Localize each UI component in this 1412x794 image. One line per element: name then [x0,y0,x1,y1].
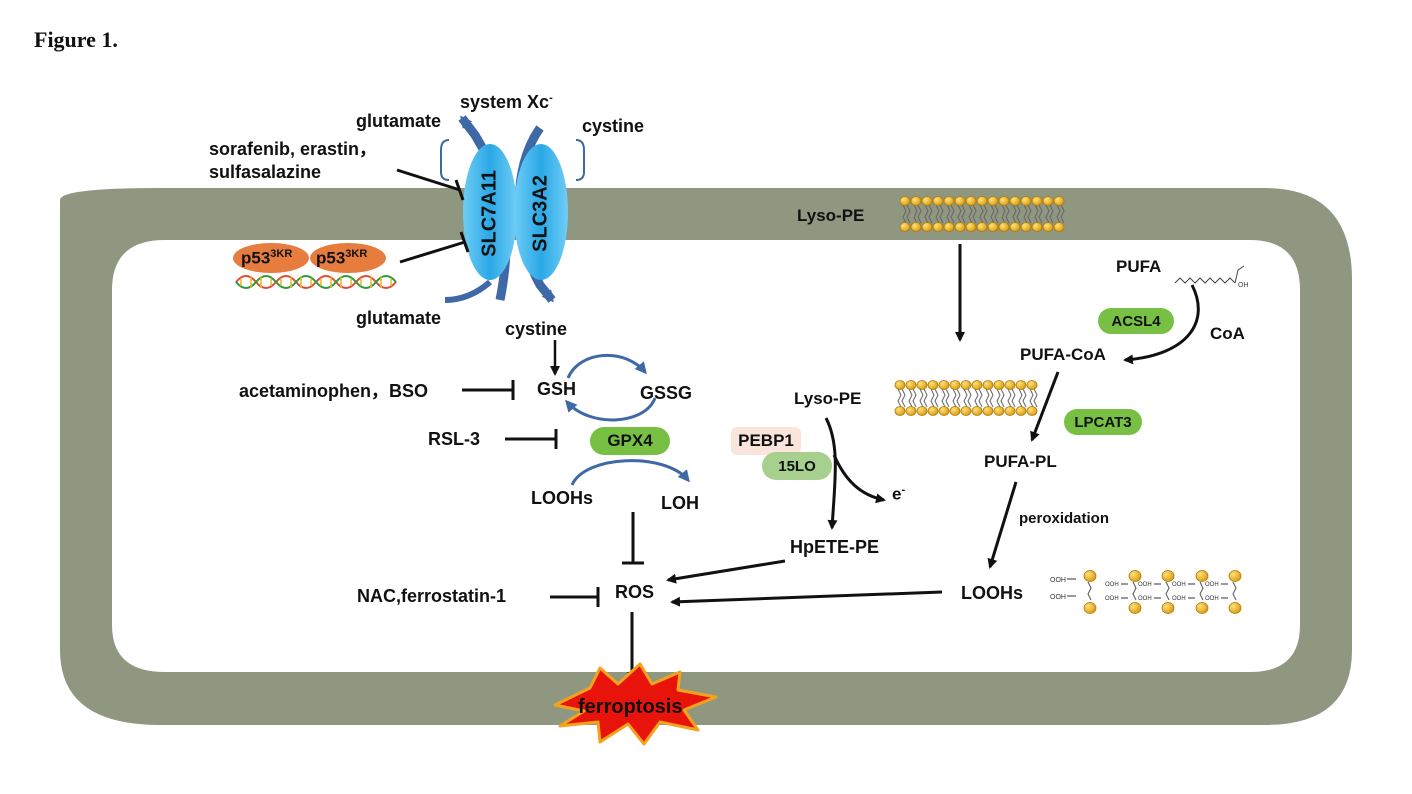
ros-label: ROS [615,582,655,602]
p53-label-1: p533KR [241,248,293,268]
pufa-label: PUFA [1116,257,1162,276]
p53-label-2: p533KR [316,248,368,268]
pufa-pl-label: PUFA-PL [984,452,1057,471]
lyso-pe-membrane-label: Lyso-PE [797,206,865,225]
explosion-burst-icon [553,662,718,746]
gssg-label: GSSG [640,383,693,403]
coa-label: CoA [1210,324,1245,343]
glutamate-intracellular-label: glutamate [356,308,442,328]
inhibitor-bar [454,179,465,201]
gpx4-enzyme: GPX4 [590,427,670,455]
lipid-bilayer-icon [899,196,1065,232]
lpcat3-enzyme: LPCAT3 [1064,409,1142,435]
p53-inhibition-line [399,240,466,264]
dna-helix-icon [235,275,397,289]
slc3a2-label: SLC3A2 [529,175,552,252]
cystine-extracellular-label: cystine [582,116,645,136]
nac-ferrostatin-label: NAC,ferrostatin-1 [357,586,507,606]
glutamate-extracellular-label: glutamate [356,111,442,131]
15lo-enzyme: 15LO [762,452,832,480]
svg-text:OOH: OOH [1138,596,1152,602]
oxidized-lipid-icon: OOH OOH OOH OOH OOH OOH OOH OOH OOH OOH [1050,570,1242,614]
svg-text:OOH: OOH [1050,577,1066,584]
loohs-left-label: LOOHs [531,488,594,508]
gsh-label: GSH [537,379,577,399]
loh-label: LOH [661,493,699,513]
ferroptosis-label: ferroptosis [578,696,683,718]
svg-text:OOH: OOH [1205,582,1219,588]
svg-text:OH: OH [1238,282,1249,289]
acetaminophen-bso-label: acetaminophen，BSO [239,381,429,401]
glutamate-entry-arrow [444,279,492,303]
pebp1-protein: PEBP1 [731,427,801,455]
inhibitor-line [396,168,461,192]
system-xc-label: system Xc- [460,92,553,112]
slc3a2-transporter [514,144,568,280]
bracket-icon [575,139,585,181]
cystine-intracellular-label: cystine [505,319,568,339]
svg-text:OOH: OOH [1105,582,1119,588]
hpete-to-ros-arrow [666,559,786,584]
gssg-to-gsh-arrow [565,397,657,422]
slc7a11-transporter [463,144,517,280]
svg-text:OOH: OOH [1050,594,1066,601]
acsl4-reaction-arrow [1123,284,1200,365]
lyso-pe-to-hpete-arrow [824,417,838,530]
loohs-to-loh-arrow [570,459,690,486]
slc7a11-label: SLC7A11 [478,170,501,257]
inhibitors-label-line2: sulfasalazine [209,162,322,182]
svg-text:OOH: OOH [1138,582,1152,588]
acsl4-enzyme: ACSL4 [1098,308,1174,334]
svg-text:OOH: OOH [1205,596,1219,602]
electron-release-arrow [832,454,886,504]
pufa-coa-label: PUFA-CoA [1020,345,1106,364]
p53-inhibition-bar [459,231,470,253]
figure-title: Figure 1. [34,27,118,52]
electron-label: e- [892,484,906,504]
lipid-bilayer-icon [894,380,1038,416]
hpete-pe-label: HpETE-PE [790,537,880,557]
svg-text:OOH: OOH [1172,596,1186,602]
lyso-pe-inner-label: Lyso-PE [794,389,862,408]
inhibitors-label-line1: sorafenib, erastin， [209,139,378,159]
peroxidation-label: peroxidation [1019,510,1110,527]
svg-text:OOH: OOH [1172,582,1186,588]
fatty-acid-chain-icon: OH [1174,265,1249,289]
peroxidation-arrow [987,481,1018,569]
loohs-to-ros-arrow [670,590,943,607]
loohs-right-label: LOOHs [961,583,1024,603]
rsl3-label: RSL-3 [428,429,481,449]
gsh-to-gssg-arrow [566,353,647,379]
bracket-icon [440,139,450,181]
p53-protein-2 [310,243,386,273]
p53-protein-1 [233,243,309,273]
pufacoa-to-pufapl-arrow [1030,371,1060,442]
svg-text:OOH: OOH [1105,596,1119,602]
